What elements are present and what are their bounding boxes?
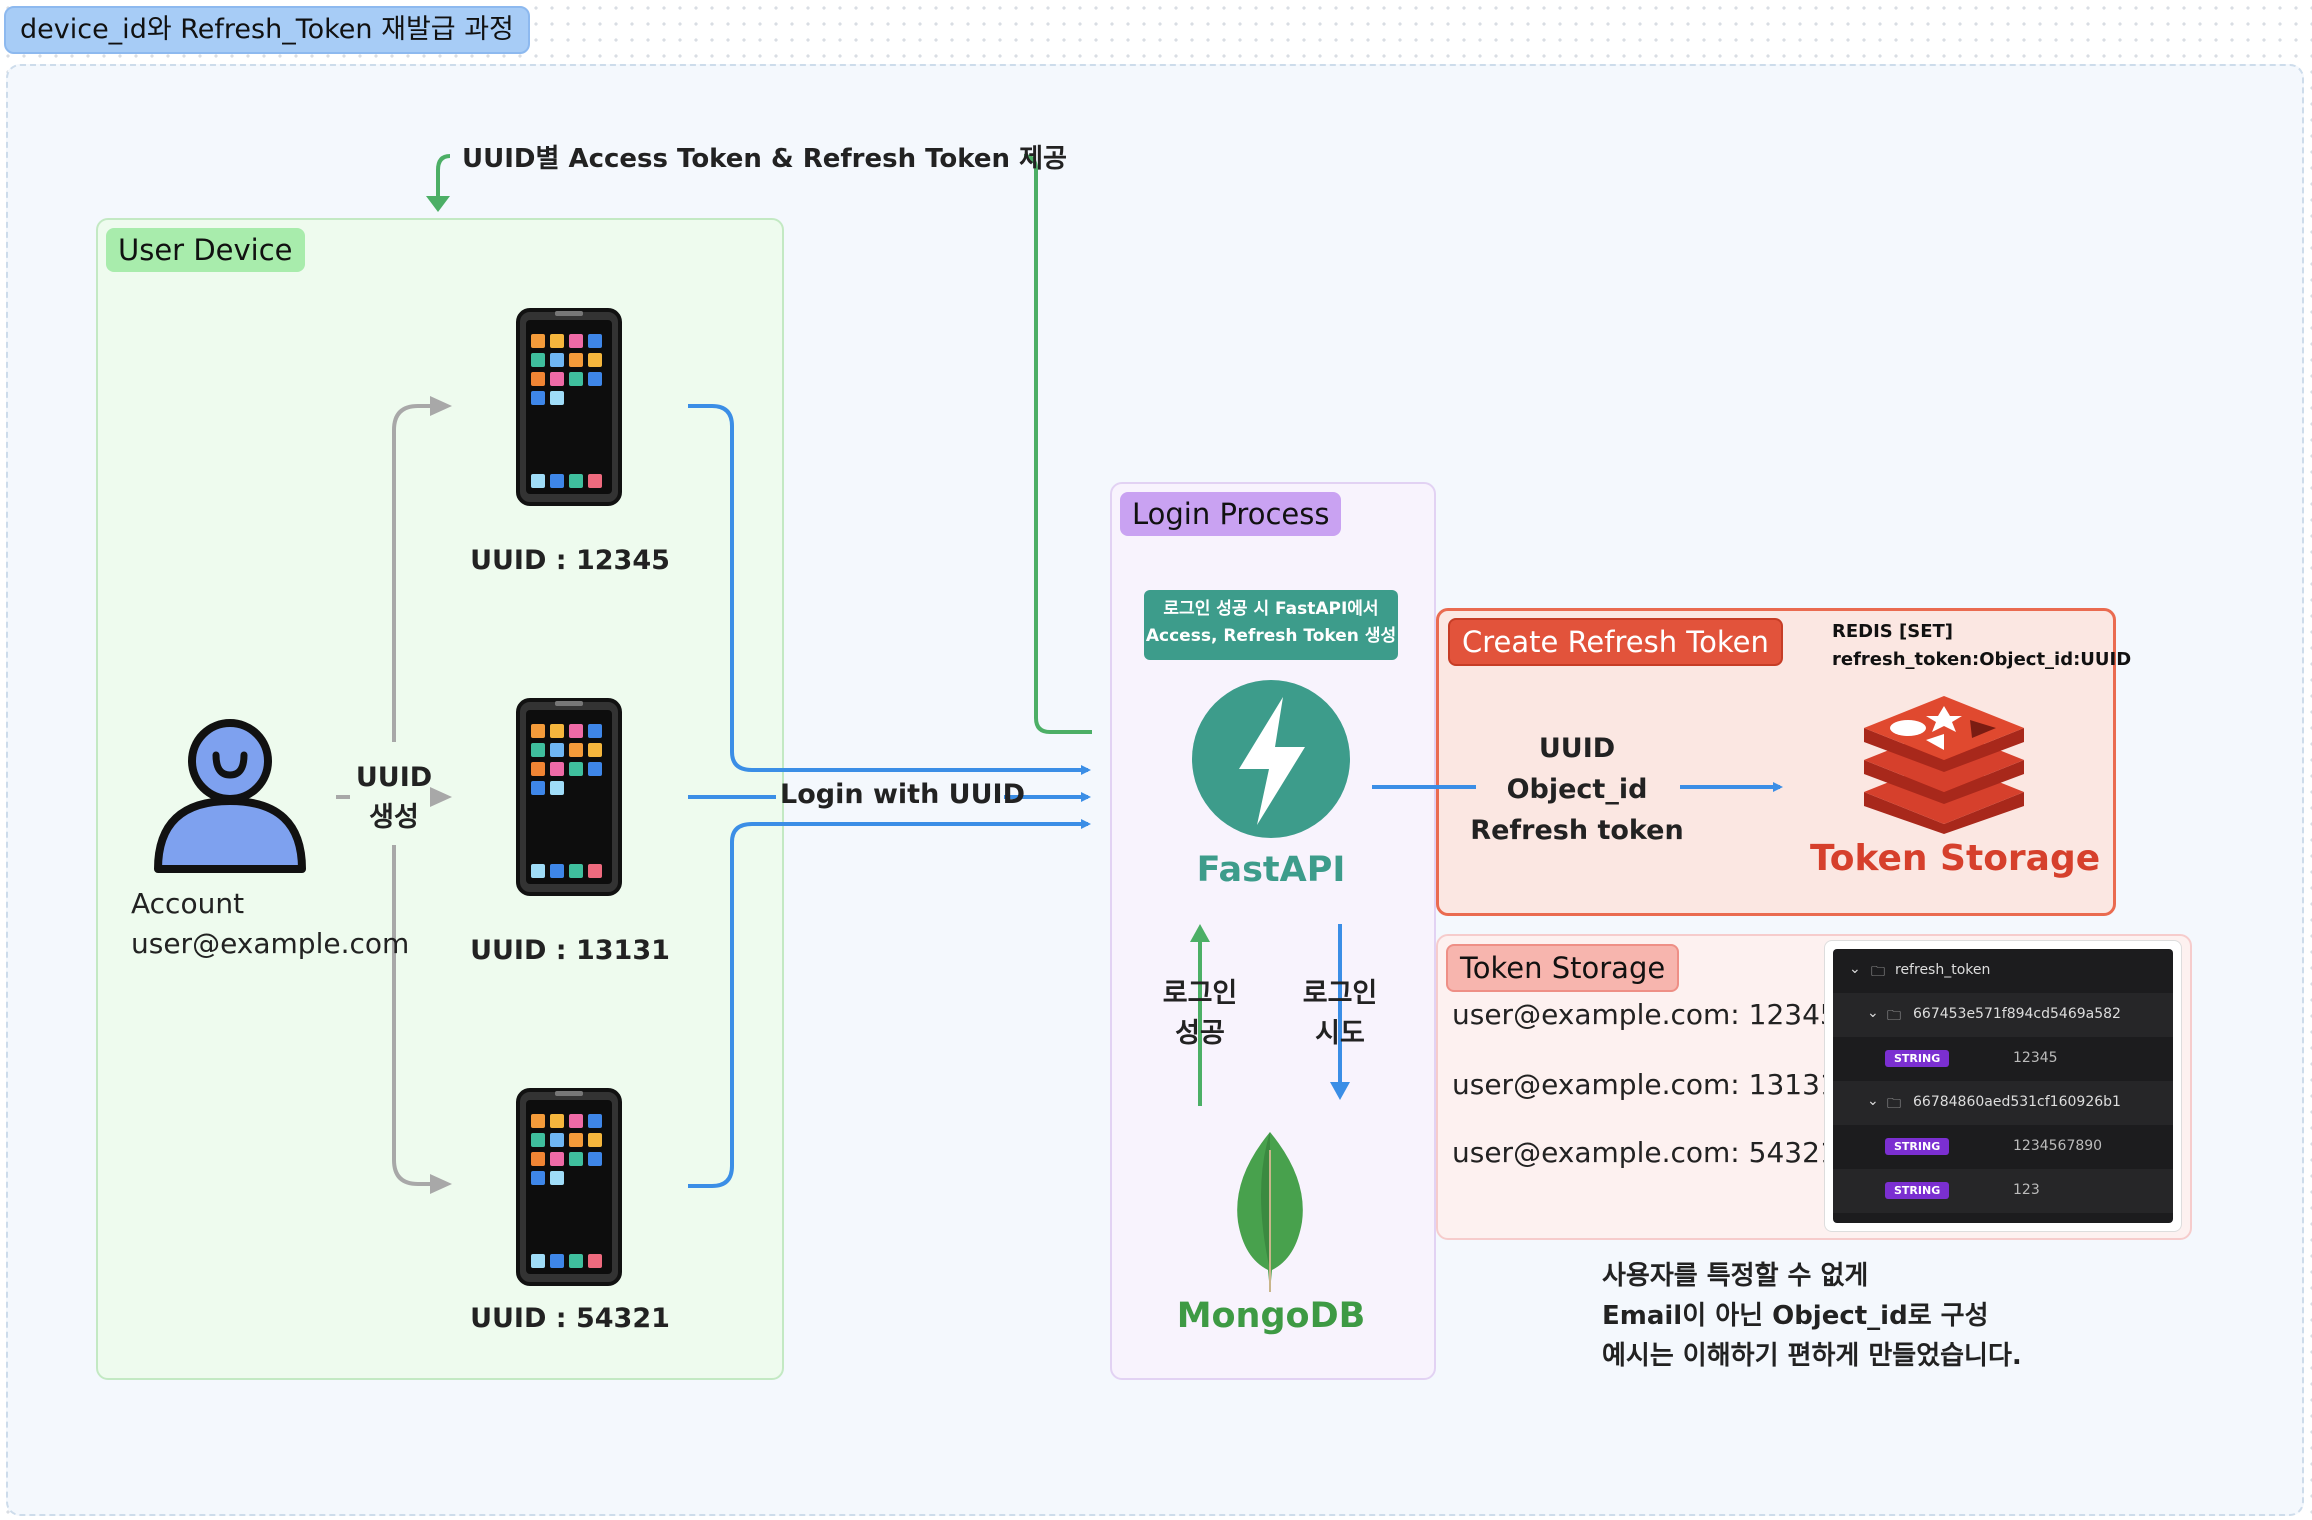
account-label: Account — [131, 887, 245, 920]
redis-key-tree: ⌄ 🗀 refresh_token ⌄ 🗀 667453e571f894cd54… — [1833, 949, 2173, 1223]
diagram-title[interactable]: device_id와 Refresh_Token 재발급 과정 — [4, 6, 530, 54]
token-fields: UUID Object_id Refresh token — [1470, 733, 1684, 846]
folder-icon: 🗀 — [1887, 1008, 1901, 1024]
fastapi-label: FastAPI — [1196, 850, 1346, 890]
tree-root-row[interactable]: ⌄ 🗀 refresh_token — [1833, 949, 2173, 993]
account-email: user@example.com — [131, 927, 410, 960]
mongodb-leaf-icon — [1237, 1132, 1303, 1292]
type-badge: STRING — [1885, 1182, 1950, 1199]
phone-icon — [516, 308, 622, 506]
redis-set-note: REDIS [SET] refresh_token:Object_id:UUID — [1832, 621, 2132, 670]
token-storage-tag: Token Storage — [1446, 944, 1680, 992]
user-avatar-icon — [154, 719, 306, 873]
user-device-tag: User Device — [106, 228, 305, 272]
phone-icon — [516, 1088, 622, 1286]
storage-entry: user@example.com: 12345 — [1452, 998, 1838, 1031]
chevron-down-icon: ⌄ — [1849, 961, 1861, 977]
redis-browser-panel: ⌄ 🗀 refresh_token ⌄ 🗀 667453e571f894cd54… — [1824, 940, 2182, 1232]
token-storage-title: Token Storage — [1810, 838, 2101, 879]
type-badge: STRING — [1885, 1138, 1950, 1155]
storage-entry: user@example.com: 13131 — [1452, 1068, 1838, 1101]
tree-value-row[interactable]: STRING 1234567890 — [1833, 1125, 2173, 1169]
tree-key-row[interactable]: ⌄ 🗀 667453e571f894cd5469a582 — [1833, 993, 2173, 1037]
token-return-label: UUID별 Access Token & Refresh Token 제공 — [462, 144, 1067, 174]
tree-value-row[interactable]: STRING 123 — [1833, 1169, 2173, 1213]
redis-logo-icon — [1864, 696, 2024, 834]
chevron-down-icon: ⌄ — [1867, 1093, 1879, 1109]
phone-uuid-label: UUID : 54321 — [470, 1303, 670, 1334]
login-success-label: 로그인 성공 — [1162, 978, 1238, 1049]
uuid-generate-label: UUID 생성 — [355, 762, 433, 833]
login-process-tag: Login Process — [1120, 492, 1342, 536]
tree-key-row[interactable]: ⌄ 🗀 66784860aed531cf160926b1 — [1833, 1081, 2173, 1125]
tree-value-row[interactable]: STRING 12345 — [1833, 1037, 2173, 1081]
login-with-uuid-label: Login with UUID — [780, 779, 1025, 810]
fastapi-note: 로그인 성공 시 FastAPI에서 Access, Refresh Token… — [1144, 590, 1398, 660]
mongodb-label: MongoDB — [1176, 1296, 1366, 1336]
create-refresh-token-tag: Create Refresh Token — [1448, 618, 1783, 666]
phone-uuid-label: UUID : 13131 — [470, 935, 670, 966]
chevron-down-icon: ⌄ — [1867, 1005, 1879, 1021]
phone-uuid-label: UUID : 12345 — [470, 545, 670, 576]
folder-icon: 🗀 — [1871, 964, 1885, 980]
footnote: 사용자를 특정할 수 없게 Email이 아닌 Object_id로 구성 예시… — [1602, 1261, 2022, 1371]
fastapi-logo-icon — [1192, 680, 1350, 838]
token-return-arrow — [1023, 154, 1092, 734]
login-attempt-label: 로그인 시도 — [1302, 978, 1378, 1049]
folder-icon: 🗀 — [1887, 1096, 1901, 1112]
phone-icon — [516, 698, 622, 896]
account-info: Account user@example.com — [131, 884, 409, 964]
type-badge: STRING — [1885, 1050, 1950, 1067]
storage-entry: user@example.com: 54321 — [1452, 1136, 1838, 1169]
